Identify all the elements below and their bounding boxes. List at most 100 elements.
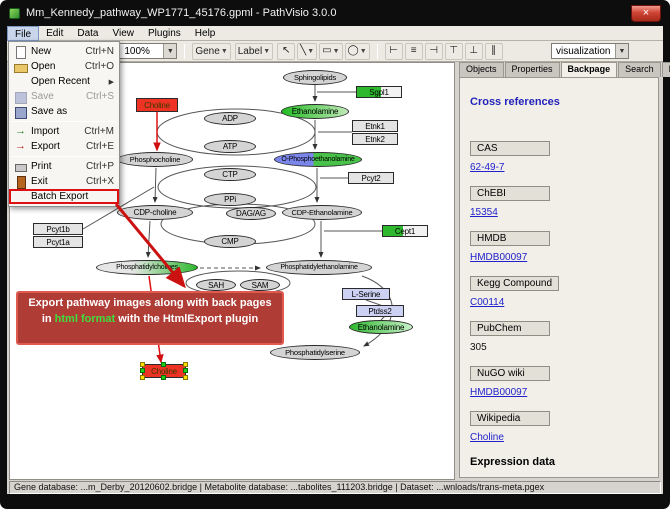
line-tool-button[interactable]: ╲▼ — [297, 42, 318, 60]
menu-data[interactable]: Data — [77, 27, 99, 39]
node-dag-ag-14[interactable]: DAG/AG — [226, 207, 276, 220]
title-bar[interactable]: Mm_Kennedy_pathway_WP1771_45176.gpml - P… — [0, 0, 670, 26]
tab-search[interactable]: Search — [618, 62, 661, 77]
backpage-link-hmdb[interactable]: HMDB00097 — [470, 252, 528, 263]
node-pcyt2-11[interactable]: Pcyt2 — [348, 172, 394, 184]
node-ptdss2-25[interactable]: Ptdss2 — [356, 305, 404, 317]
tab-backpage[interactable]: Backpage — [560, 62, 618, 77]
shape-tool-button[interactable]: ▭▼ — [319, 42, 343, 60]
node-ethanolamine-3[interactable]: Ethanolamine — [281, 104, 349, 119]
selection-handle[interactable] — [183, 368, 188, 373]
selection-tool-button[interactable]: ↖ — [277, 42, 296, 60]
file-menu-item-save-as[interactable]: Save as — [9, 104, 119, 119]
submenu-arrow-icon: ▶ — [108, 78, 114, 86]
node-etnk2-6[interactable]: Etnk2 — [352, 133, 398, 145]
oval-tool-button[interactable]: ◯▼ — [344, 42, 370, 60]
align-center-button[interactable]: ≡ — [404, 42, 423, 60]
selection-handle[interactable] — [140, 362, 145, 367]
align-left-icon: ⊢ — [389, 45, 399, 56]
menu-view[interactable]: View — [112, 27, 134, 39]
menu-help[interactable]: Help — [194, 27, 216, 39]
node-pcyt1a-19[interactable]: Pcyt1a — [33, 236, 83, 248]
node-sphingolipids-0[interactable]: Sphingolipids — [283, 70, 347, 85]
file-menu-item-label: Batch Export — [31, 191, 89, 202]
gene-datanode-label: Gene — [195, 45, 220, 57]
selection-handle[interactable] — [140, 368, 145, 373]
node-ctp-10[interactable]: CTP — [204, 168, 256, 181]
node-cdp-ethanolamine-15[interactable]: CDP-Ethanolamine — [282, 205, 362, 220]
backpage-link-kegg-compound[interactable]: C00114 — [470, 297, 505, 308]
label-tool-button[interactable]: Label ▼ — [234, 42, 274, 60]
distribute-button[interactable]: ∥ — [484, 42, 503, 60]
node-choline-2[interactable]: Choline — [136, 98, 178, 112]
close-button[interactable]: × — [631, 5, 661, 22]
node-ppi-12[interactable]: PPi — [204, 193, 256, 206]
selection-handle[interactable] — [140, 375, 145, 380]
window-title: Mm_Kennedy_pathway_WP1771_45176.gpml - P… — [26, 7, 337, 19]
node-adp-4[interactable]: ADP — [204, 112, 256, 125]
node-sam-23[interactable]: SAM — [240, 279, 280, 291]
selection-handle[interactable] — [183, 362, 188, 367]
side-panel-tabs: ObjectsPropertiesBackpageSearchLegend — [459, 62, 670, 77]
selection-handle[interactable] — [161, 375, 166, 380]
menu-plugins[interactable]: Plugins — [147, 27, 181, 39]
node-cept1-16[interactable]: Cept1 — [382, 225, 428, 237]
node-etnk1-5[interactable]: Etnk1 — [352, 120, 398, 132]
tab-objects[interactable]: Objects — [459, 62, 504, 77]
import-icon — [14, 125, 27, 138]
expression-data-label: Expression data — [470, 456, 555, 468]
node-ethanolamine-26[interactable]: Ethanolamine — [349, 320, 413, 334]
backpage-link-cas[interactable]: 62-49-7 — [470, 162, 505, 173]
align-left-button[interactable]: ⊢ — [384, 42, 403, 60]
node-phosphocholine-8[interactable]: Phosphocholine — [117, 152, 193, 167]
tab-properties[interactable]: Properties — [504, 62, 560, 77]
node-l-serine-24[interactable]: L-Serine — [342, 288, 390, 300]
gene-datanode-button[interactable]: Gene ▼ — [192, 42, 231, 60]
align-bottom-button[interactable]: ⊥ — [464, 42, 483, 60]
node-choline-28[interactable]: Choline — [140, 362, 188, 380]
side-panel: ObjectsPropertiesBackpageSearchLegend Cr… — [457, 62, 670, 480]
node-phosphatidylserine-27[interactable]: Phosphatidylserine — [270, 345, 360, 360]
backpage-link-chebi[interactable]: 15354 — [470, 207, 498, 218]
align-top-icon: ⊤ — [449, 45, 459, 56]
backpage-link-nugo-wiki[interactable]: HMDB00097 — [470, 387, 528, 398]
selection-handle[interactable] — [161, 362, 166, 367]
node-o-phosphoethanolamine-9[interactable]: O-Phosphoethanolamine — [274, 152, 362, 167]
visualization-combobox[interactable]: visualization ▼ — [551, 43, 629, 59]
node-phosphatidylethanolamine-21[interactable]: Phosphatidylethanolamine — [266, 260, 372, 275]
tab-legend[interactable]: Legend — [661, 62, 670, 77]
node-sgpl1-1[interactable]: Sgpl1 — [356, 86, 402, 98]
backpage-header-kegg-compound: Kegg Compound — [470, 276, 560, 291]
node-cdp-choline-13[interactable]: CDP-choline — [117, 205, 193, 220]
node-sah-22[interactable]: SAH — [196, 279, 236, 291]
align-top-button[interactable]: ⊤ — [444, 42, 463, 60]
menu-edit[interactable]: Edit — [46, 27, 64, 39]
file-menu-item-shortcut: Ctrl+N — [85, 46, 114, 57]
distribute-icon: ∥ — [491, 45, 497, 56]
node-pcyt1b-18[interactable]: Pcyt1b — [33, 223, 83, 235]
file-menu-item-batch-export[interactable]: Batch Export — [9, 189, 119, 204]
node-cmp-17[interactable]: CMP — [204, 235, 256, 248]
menu-file[interactable]: File — [7, 25, 40, 41]
backpage-link-wikipedia[interactable]: Choline — [470, 432, 504, 443]
menu-separator — [12, 156, 116, 157]
node-phosphatidylcholines-20[interactable]: Phosphatidylcholines — [96, 260, 198, 275]
selection-handle[interactable] — [183, 375, 188, 380]
align-center-icon: ≡ — [410, 45, 417, 56]
align-right-button[interactable]: ⊣ — [424, 42, 443, 60]
chevron-down-icon[interactable]: ▼ — [615, 44, 628, 58]
file-menu-item-open-recent[interactable]: Open Recent▶ — [9, 74, 119, 89]
node-atp-7[interactable]: ATP — [204, 140, 256, 153]
zoom-combobox[interactable]: 100% ▼ — [119, 43, 178, 59]
chevron-down-icon[interactable]: ▼ — [163, 44, 177, 58]
annotation-text-after: with the HtmlExport plugin — [115, 312, 259, 325]
